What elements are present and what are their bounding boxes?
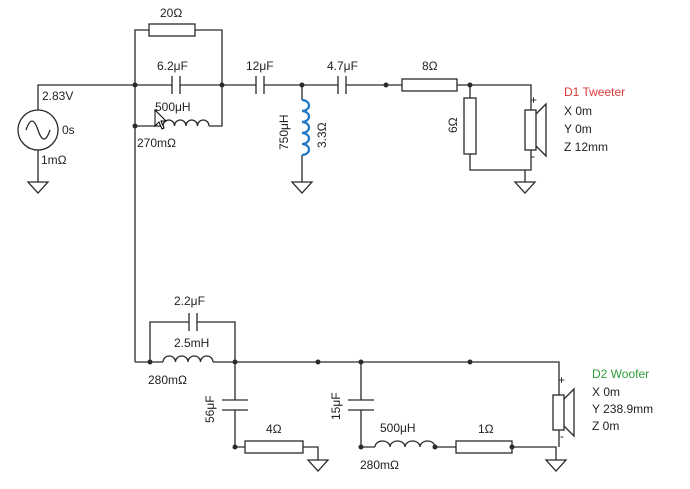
junction-dot: [315, 359, 321, 365]
capacitor-12uf-label: 12μF: [246, 59, 274, 73]
resistor-1-ohm-label: 1Ω: [478, 422, 494, 436]
junction-dot: [132, 82, 138, 88]
junction-dot: [467, 82, 473, 88]
wires: [37, 29, 560, 460]
resistor-6-ohm[interactable]: [463, 97, 477, 155]
inductor-500uh-label: 500μH: [155, 100, 191, 114]
capacitor-6-2uf[interactable]: [171, 76, 181, 94]
resistor-8-ohm[interactable]: [401, 78, 458, 92]
woofer-y-label: Y 238.9mm: [592, 402, 653, 416]
tweeter-z-label: Z 12mm: [564, 140, 608, 154]
tweeter-minus-label: -: [531, 149, 535, 163]
inductor-2-5mh[interactable]: [162, 355, 214, 363]
inductor-500uh[interactable]: [162, 119, 210, 127]
inductor-750uh[interactable]: [301, 98, 311, 157]
junction-dot: [232, 359, 238, 365]
inductor-750uh-resistance-label: 3.3Ω: [315, 122, 329, 148]
capacitor-15uf-label: 15μF: [329, 392, 343, 420]
junction-dot: [132, 123, 138, 129]
tweeter-y-label: Y 0m: [564, 122, 592, 136]
source-delay-label: 0s: [62, 123, 75, 137]
mouse-cursor-icon: [154, 108, 168, 130]
junction-dot: [358, 359, 364, 365]
junction-dot: [147, 359, 153, 365]
ground-icon: [26, 181, 50, 194]
capacitor-56uf-label: 56μF: [203, 395, 217, 423]
inductor-500uh-woofer[interactable]: [374, 440, 436, 448]
inductor-500uh-resistance-label: 270mΩ: [137, 136, 176, 150]
ground-icon: [544, 459, 568, 472]
junction-dot: [358, 444, 364, 450]
resistor-6-ohm-label: 6Ω: [446, 117, 460, 133]
inductor-500uh-woofer-label: 500μH: [380, 421, 416, 435]
ground-icon: [306, 459, 330, 472]
capacitor-4-7uf-label: 4.7μF: [327, 59, 358, 73]
capacitor-2-2uf[interactable]: [188, 313, 198, 331]
source-resistance-label: 1mΩ: [41, 153, 67, 167]
woofer-name-label: D2 Woofer: [592, 367, 649, 381]
junction-dot: [467, 359, 473, 365]
capacitor-15uf[interactable]: [348, 399, 374, 411]
ground-icon: [290, 181, 314, 194]
resistor-8-ohm-label: 8Ω: [422, 59, 438, 73]
tweeter-speaker-icon[interactable]: [524, 102, 547, 158]
woofer-plus-label: +: [558, 373, 565, 387]
resistor-1-ohm[interactable]: [455, 440, 513, 454]
woofer-speaker-icon[interactable]: [552, 387, 575, 438]
resistor-4-ohm-label: 4Ω: [266, 422, 282, 436]
ground-icon: [513, 181, 537, 194]
junction-dot: [383, 82, 389, 88]
tweeter-x-label: X 0m: [564, 104, 592, 118]
inductor-2-5mh-label: 2.5mH: [174, 336, 209, 350]
resistor-4-ohm[interactable]: [244, 440, 304, 454]
junction-dot: [232, 444, 238, 450]
inductor-2-5mh-resistance-label: 280mΩ: [148, 373, 187, 387]
junction-dot: [219, 82, 225, 88]
voltage-source[interactable]: [17, 109, 59, 151]
resistor-20-ohm[interactable]: [148, 23, 196, 37]
source-voltage-label: 2.83V: [42, 89, 73, 103]
inductor-500uh-woofer-resistance-label: 280mΩ: [360, 458, 399, 472]
inductor-750uh-label: 750μH: [277, 114, 291, 150]
capacitor-12uf[interactable]: [255, 76, 265, 94]
capacitor-4-7uf[interactable]: [337, 76, 347, 94]
capacitor-2-2uf-label: 2.2μF: [174, 294, 205, 308]
woofer-z-label: Z 0m: [592, 419, 619, 433]
capacitor-56uf[interactable]: [222, 399, 248, 411]
capacitor-6-2uf-label: 6.2μF: [157, 59, 188, 73]
resistor-20-ohm-label: 20Ω: [160, 6, 182, 20]
woofer-x-label: X 0m: [592, 385, 620, 399]
tweeter-name-label: D1 Tweeter: [564, 85, 625, 99]
tweeter-plus-label: +: [530, 93, 537, 107]
woofer-minus-label: -: [560, 429, 564, 443]
junction-dot: [299, 82, 305, 88]
